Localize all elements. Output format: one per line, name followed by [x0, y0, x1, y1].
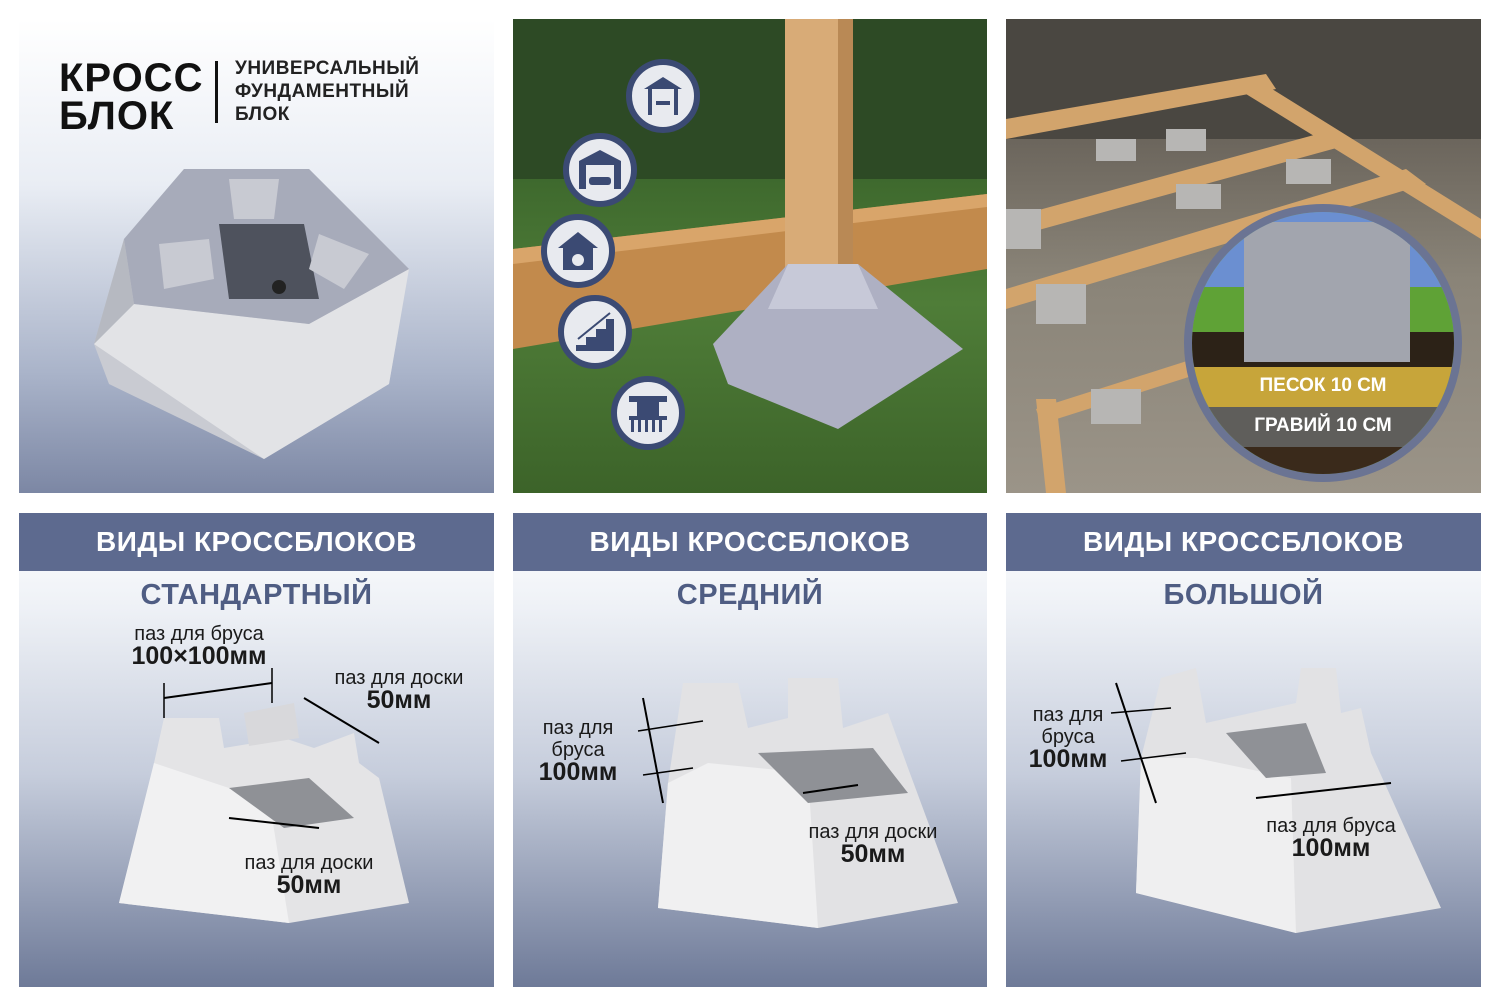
gravel-layer [1192, 407, 1454, 447]
timber-groove-value: 100мм [1028, 745, 1108, 773]
timber-groove-value: 100мм [1291, 834, 1371, 862]
block-image [94, 169, 409, 459]
board-groove-value: 50мм [276, 871, 342, 899]
timber-groove-value: 100мм [538, 758, 618, 786]
logo-line-1: КРОСС [59, 56, 204, 100]
timber-groove-text: паз для бруса [542, 717, 614, 761]
type-card-header: ВИДЫ КРОССБЛОКОВ [513, 513, 987, 571]
type-card-medium: ВИДЫ КРОССБЛОКОВ СРЕДНИЙ паз для бруса 1… [513, 513, 987, 987]
type-name: СТАНДАРТНЫЙ [140, 579, 373, 611]
installation-photo-panel: ПЕСОК 10 СМ ГРАВИЙ 10 СМ [1006, 19, 1481, 493]
sand-layer [1192, 367, 1454, 407]
timber-groove-value: 100×100мм [131, 642, 267, 670]
timber-groove-text: паз для бруса [1032, 704, 1104, 748]
large-block-image [1136, 668, 1441, 933]
dimension-lines [637, 697, 859, 804]
timber-groove-label: паз для бруса 100×100мм [99, 623, 299, 670]
board-groove-value: 50мм [366, 686, 432, 714]
block-in-ground [1244, 222, 1410, 362]
timber-groove-text: паз для бруса [1266, 815, 1396, 837]
logo-line-2: БЛОК [59, 94, 175, 138]
gazebo-icon [626, 59, 700, 133]
sand-layer-label: ПЕСОК 10 СМ [1259, 375, 1387, 396]
medium-block-image [658, 678, 958, 928]
type-card-header: ВИДЫ КРОССБЛОКОВ [19, 513, 494, 571]
type-card-large: ВИДЫ КРОССБЛОКОВ БОЛЬШОЙ паз для бруса 1… [1006, 513, 1481, 987]
tagline-line-3: БЛОК [235, 104, 290, 125]
tagline-line-1: УНИВЕРСАЛЬНЫЙ [235, 58, 420, 79]
timber-groove-label-front: паз для бруса 100мм [1231, 815, 1431, 862]
board-groove-text: паз для доски [808, 821, 938, 843]
type-card-header: ВИДЫ КРОССБЛОКОВ [1006, 513, 1481, 571]
timber-groove-text: паз для бруса [134, 623, 264, 645]
board-groove-text: паз для доски [244, 852, 374, 874]
board-groove-text: паз для доски [334, 667, 464, 689]
ground-layers-inset: ПЕСОК 10 СМ ГРАВИЙ 10 СМ [1184, 204, 1462, 482]
usage-scene [513, 19, 987, 429]
dimension-lines [1110, 682, 1392, 804]
garage-icon [563, 133, 637, 207]
timber-groove-label-left: паз для бруса 100мм [1008, 704, 1128, 773]
tagline-line-2: ФУНДАМЕНТНЫЙ [235, 81, 410, 102]
brand-logo: КРОСС БЛОК [59, 56, 204, 138]
porch-icon [611, 376, 685, 450]
board-groove-label-right: паз для доски 50мм [309, 667, 489, 714]
board-groove-value: 50мм [840, 840, 906, 868]
board-groove-label: паз для доски 50мм [773, 821, 973, 868]
hero-panel: КРОСС БЛОК УНИВЕРСАЛЬНЫЙ ФУНДАМЕНТНЫЙ БЛ… [19, 19, 494, 493]
type-name: БОЛЬШОЙ [1163, 579, 1324, 611]
doghouse-icon [541, 214, 615, 288]
tagline: УНИВЕРСАЛЬНЫЙ ФУНДАМЕНТНЫЙ БЛОК [235, 57, 419, 126]
standard-block-image [119, 703, 409, 923]
type-card-standard: ВИДЫ КРОССБЛОКОВ СТАНДАРТНЫЙ паз для бру… [19, 513, 494, 987]
dimension-lines [163, 668, 380, 829]
board-groove-label-front: паз для доски 50мм [214, 852, 404, 899]
type-name: СРЕДНИЙ [676, 579, 824, 611]
usage-photo-panel [513, 19, 987, 493]
gravel-layer-label: ГРАВИЙ 10 СМ [1254, 415, 1392, 436]
stairs-icon [558, 295, 632, 369]
logo-divider [215, 61, 218, 123]
timber-groove-label: паз для бруса 100мм [518, 717, 638, 786]
subsoil [1192, 447, 1454, 474]
